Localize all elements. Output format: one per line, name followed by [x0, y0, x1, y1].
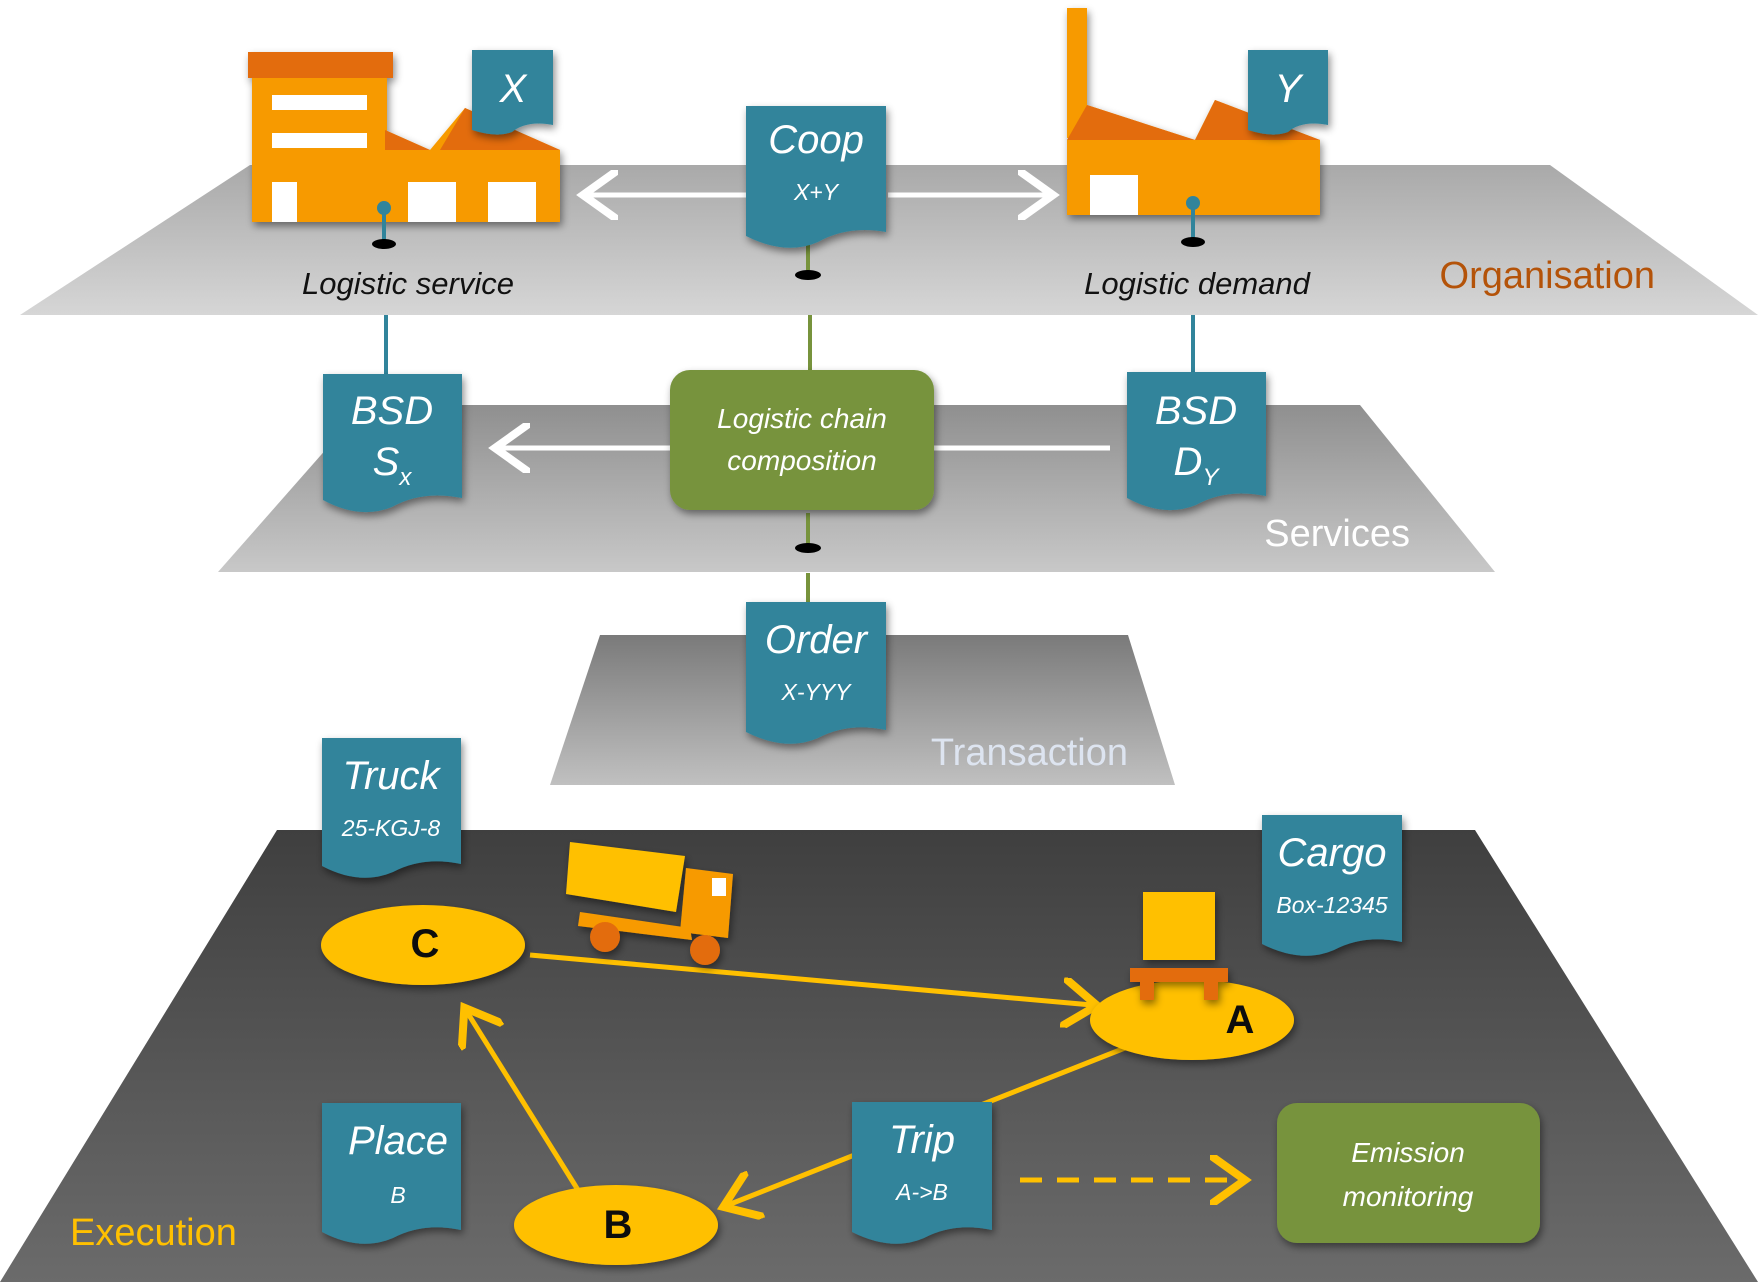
doc-bsd-s-subscript: x: [398, 464, 412, 491]
doc-coop-sub: X+Y: [793, 179, 840, 205]
chain-label-line1: Logistic chain: [717, 403, 887, 434]
doc-cargo-sub: Box-12345: [1276, 892, 1387, 918]
doc-place-title: Place: [348, 1119, 448, 1163]
caption-logistic-service: Logistic service: [302, 266, 514, 301]
emission-label-line2: monitoring: [1343, 1181, 1474, 1212]
doc-place-sub: B: [390, 1182, 405, 1208]
emission-label-line1: Emission: [1351, 1137, 1465, 1168]
doc-bsd-s-title: BSD: [351, 389, 433, 433]
emission-monitoring-box: Emission monitoring: [1277, 1103, 1540, 1243]
doc-truck-title: Truck: [342, 754, 441, 798]
doc-trip: Trip A->B: [852, 1102, 992, 1244]
doc-truck-sub: 25-KGJ-8: [341, 815, 441, 841]
doc-coop-title: Coop: [768, 118, 864, 162]
route-c-to-a: [529, 952, 1092, 1005]
doc-trip-title: Trip: [889, 1118, 955, 1162]
doc-bsd-d-title: BSD: [1155, 389, 1237, 433]
doc-y: Y: [1248, 50, 1328, 135]
doc-bsd-s-main: S: [373, 440, 400, 484]
doc-bsd-d: BSD DY: [1127, 372, 1266, 511]
caption-logistic-demand: Logistic demand: [1084, 266, 1312, 301]
node-a-label: A: [1226, 998, 1255, 1042]
doc-order: Order X-YYY: [746, 602, 886, 744]
doc-order-title: Order: [765, 618, 869, 662]
doc-truck: Truck 25-KGJ-8: [322, 738, 461, 878]
route-b-to-c: [467, 1012, 581, 1192]
node-c-label: C: [411, 922, 440, 966]
doc-order-sub: X-YYY: [780, 679, 852, 705]
doc-bsd-d-value: DY: [1174, 440, 1221, 491]
node-b-label: B: [604, 1203, 633, 1247]
doc-bsd-s: BSD Sx: [323, 374, 462, 513]
node-a: A: [1090, 980, 1294, 1060]
truck-icon: [566, 842, 733, 965]
node-b: B: [514, 1185, 718, 1265]
layer-label-transaction: Transaction: [931, 732, 1128, 774]
warehouse-icon: [248, 52, 560, 222]
doc-bsd-d-main: D: [1174, 440, 1203, 484]
doc-place: Place B: [322, 1103, 461, 1244]
doc-x: X: [472, 50, 553, 135]
layer-label-organisation: Organisation: [1440, 255, 1655, 297]
node-c: C: [321, 905, 525, 985]
chain-label-line2: composition: [727, 445, 876, 476]
doc-y-title: Y: [1275, 67, 1305, 111]
doc-trip-sub: A->B: [894, 1179, 948, 1205]
doc-bsd-s-value: Sx: [373, 440, 413, 491]
pin-chain-base: [795, 543, 821, 553]
doc-cargo: Cargo Box-12345: [1262, 815, 1402, 956]
pin-logistic-demand: [1181, 196, 1205, 247]
doc-coop: Coop X+Y: [746, 106, 886, 248]
pin-logistic-service: [372, 201, 396, 249]
layer-label-execution: Execution: [70, 1212, 237, 1254]
doc-bsd-d-subscript: Y: [1202, 464, 1220, 491]
doc-cargo-title: Cargo: [1278, 831, 1387, 875]
doc-x-title: X: [499, 67, 528, 111]
layer-label-services: Services: [1264, 513, 1410, 555]
cargo-pallet-icon: [1130, 892, 1228, 1000]
logistic-chain-composition-box: Logistic chain composition: [670, 370, 934, 510]
